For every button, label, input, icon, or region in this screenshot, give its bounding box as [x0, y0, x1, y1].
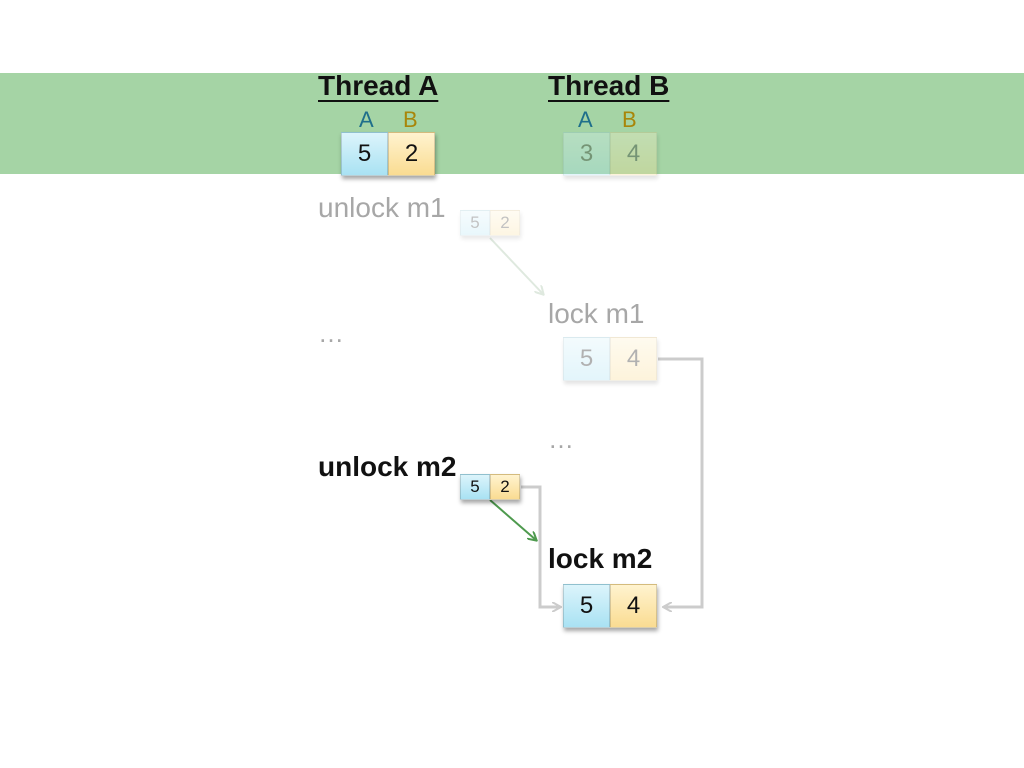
thread-b-value-b: 4 — [610, 132, 657, 176]
arrow-unlock-m2-to-lock-m2 — [489, 499, 536, 540]
thread-b-state: 3 4 — [563, 132, 657, 176]
arrow-lock-m1-to-lock-m2 — [658, 357, 704, 607]
lock-m2-state: 5 4 — [563, 584, 657, 628]
arrow-unlock-m2-snapshot-to-lock-m2 — [521, 485, 560, 607]
step-lock-m2: lock m2 — [548, 543, 653, 574]
unlock-m1-snapshot-a: 5 — [460, 210, 490, 236]
thread-a-title: Thread A — [318, 70, 439, 101]
lock-m1-value-b: 4 — [610, 337, 657, 381]
thread-a-col-a-label: A — [359, 107, 374, 132]
unlock-m1-snapshot-b: 2 — [490, 210, 520, 236]
arrow-unlock-m1-to-lock-m1 — [489, 237, 543, 294]
step-lock-m1: lock m1 — [548, 298, 645, 329]
thread-b-col-b-label: B — [622, 107, 637, 132]
lock-m1-state: 5 4 — [563, 337, 657, 381]
thread-b-ellipsis: … — [548, 424, 575, 454]
unlock-m2-snapshot-a: 5 — [460, 474, 490, 500]
thread-a-value-a: 5 — [341, 132, 388, 176]
lock-m2-value-b: 4 — [610, 584, 657, 628]
thread-b-title: Thread B — [548, 70, 670, 101]
unlock-m1-snapshot: 5 2 — [460, 210, 520, 236]
step-unlock-m1: unlock m1 — [318, 192, 446, 223]
thread-b-value-a: 3 — [563, 132, 610, 176]
thread-a-col-b-label: B — [403, 107, 418, 132]
unlock-m2-snapshot-b: 2 — [490, 474, 520, 500]
unlock-m2-snapshot: 5 2 — [460, 474, 520, 500]
thread-a-state: 5 2 — [341, 132, 435, 176]
thread-b-col-a-label: A — [578, 107, 593, 132]
lock-m2-value-a: 5 — [563, 584, 610, 628]
thread-a-value-b: 2 — [388, 132, 435, 176]
header-band — [0, 73, 1024, 174]
step-unlock-m2: unlock m2 — [318, 451, 457, 482]
thread-a-ellipsis: … — [318, 318, 345, 348]
lock-m1-value-a: 5 — [563, 337, 610, 381]
